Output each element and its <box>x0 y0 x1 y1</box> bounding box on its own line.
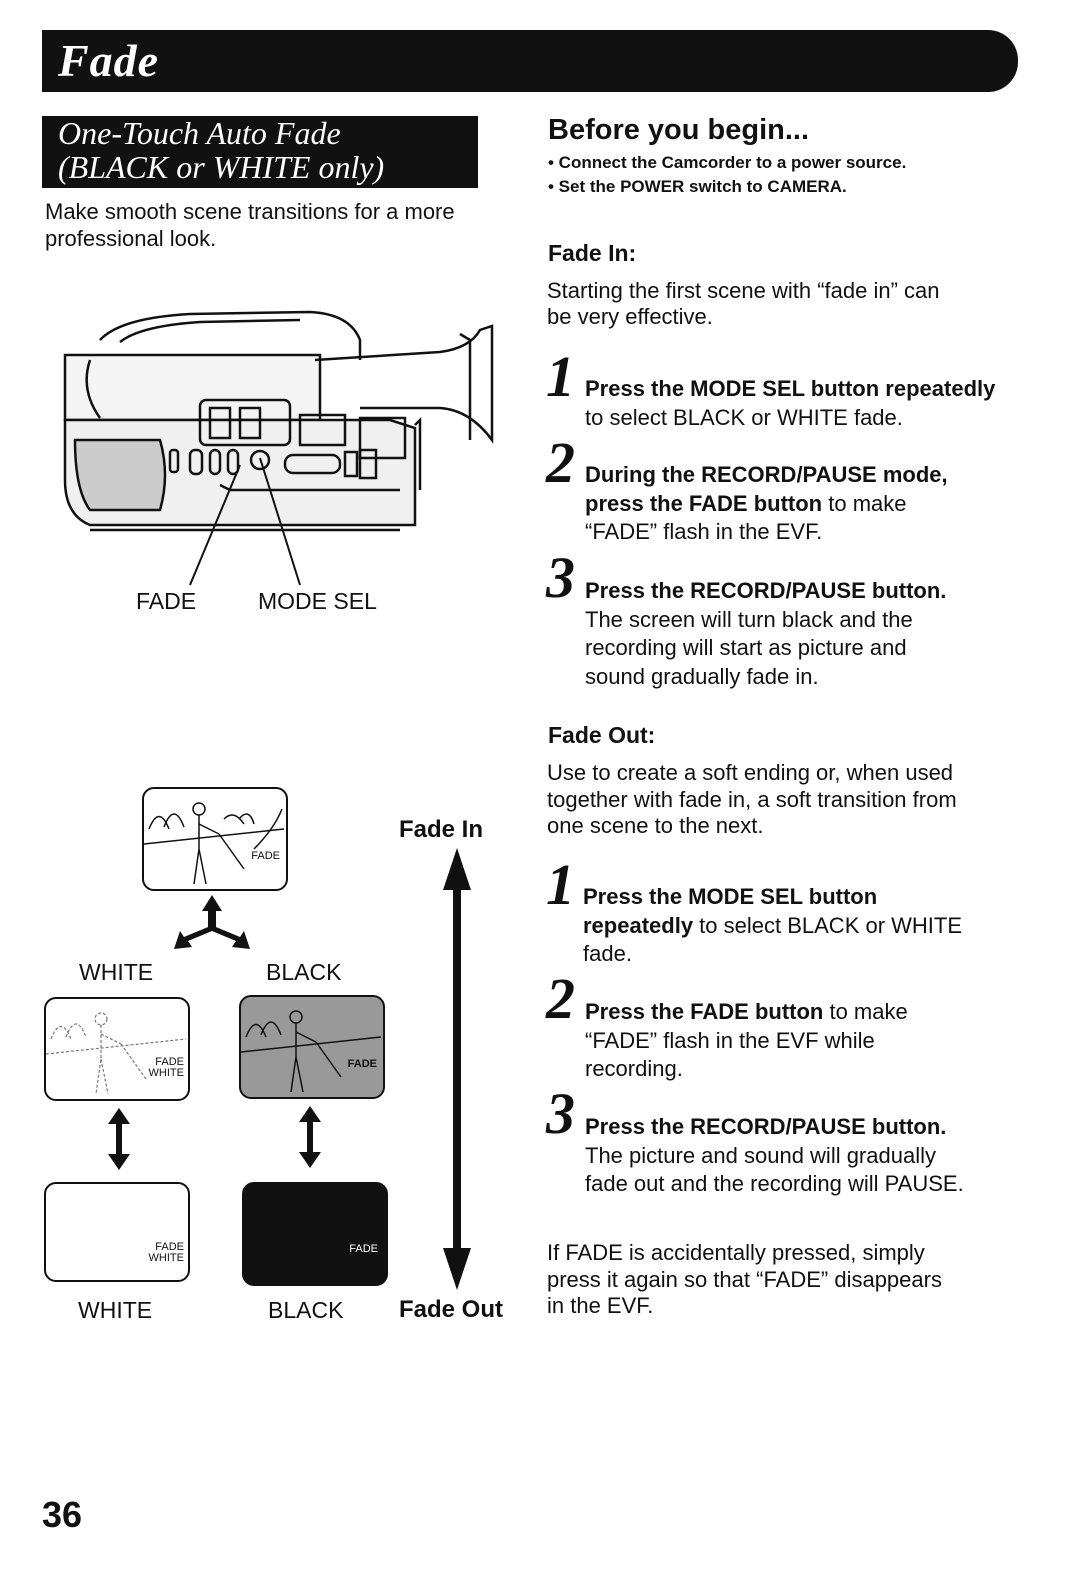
before-you-begin-heading: Before you begin... <box>548 114 810 146</box>
fade-in-heading: Fade In: <box>548 240 637 266</box>
fade-button-label: FADE <box>136 588 197 614</box>
screen-fade-indicator: FADE <box>251 850 280 862</box>
double-arrow-icon <box>299 1106 321 1168</box>
step-number: 3 <box>546 545 575 610</box>
fade-in-description: Starting the first scene with “fade in” … <box>547 278 940 330</box>
step-detail: to make <box>823 999 908 1024</box>
screen-fade-white-indicator: FADE WHITE <box>149 1242 184 1264</box>
description-line: be very effective. <box>547 304 713 329</box>
mode-sel-button-label: MODE SEL <box>258 588 377 614</box>
fade-out-description: Use to create a soft ending or, when use… <box>547 760 957 840</box>
step-detail: sound gradually fade in. <box>585 663 819 689</box>
section-heading: One-Touch Auto Fade (BLACK or WHITE only… <box>42 115 478 188</box>
note-line: If FADE is accidentally pressed, simply <box>547 1240 925 1265</box>
split-arrow-icon <box>174 895 250 949</box>
step-number: 2 <box>546 966 575 1031</box>
golfer-scene-image <box>144 802 285 885</box>
step-detail: “FADE” flash in the EVF while <box>585 1027 875 1053</box>
fade-direction-arrow-icon <box>443 848 471 1290</box>
step-detail: to select BLACK or WHITE fade. <box>585 404 903 430</box>
note-text: If FADE is accidentally pressed, simply … <box>547 1240 942 1320</box>
step-instruction: Press the MODE SEL button repeatedly <box>585 376 996 401</box>
step-detail: recording will start as picture and <box>585 635 907 660</box>
step-instruction: press the FADE button <box>585 490 823 516</box>
white-label-top: WHITE <box>79 959 154 985</box>
step-instruction: During the RECORD/PAUSE mode, <box>585 462 948 487</box>
fade-out-step-2: Press the FADE button to make “FADE” fla… <box>585 998 908 1084</box>
step-number: 1 <box>546 852 575 917</box>
page-number: 36 <box>42 1494 83 1535</box>
section-title-line1: One-Touch Auto Fade <box>58 115 341 151</box>
fade-out-step-1: Press the MODE SEL button repeatedly to … <box>583 883 962 969</box>
step-detail: The picture and sound will gradually <box>585 1142 936 1168</box>
list-item: • Connect the Camcorder to a power sourc… <box>548 153 907 172</box>
description-line: Starting the first scene with “fade in” … <box>547 278 940 303</box>
screen-fade-indicator: FADE <box>347 1058 377 1070</box>
step-detail: to make <box>822 490 907 516</box>
step-instruction: Press the MODE SEL button <box>583 884 878 909</box>
black-label-top: BLACK <box>266 959 342 985</box>
step-detail: fade out and the recording will PAUSE. <box>585 1171 964 1196</box>
step-instruction: Press the RECORD/PAUSE button. <box>585 1114 947 1139</box>
note-line: in the EVF. <box>547 1293 654 1318</box>
step-instruction: repeatedly <box>583 912 694 938</box>
white-text: WHITE <box>148 1067 184 1079</box>
black-label-bottom: BLACK <box>268 1297 344 1323</box>
page-title-bar: Fade <box>42 30 1018 92</box>
description-line: Use to create a soft ending or, when use… <box>547 760 954 785</box>
darkened-golfer-image <box>241 1010 382 1093</box>
fade-in-step-2: During the RECORD/PAUSE mode, press the … <box>585 461 948 547</box>
scene-black-fading: FADE <box>239 995 385 1099</box>
step-detail: to select BLACK or WHITE <box>693 912 963 938</box>
note-line: press it again so that “FADE” disappears <box>547 1266 942 1292</box>
description-line: one scene to the next. <box>547 813 764 838</box>
white-label-bottom: WHITE <box>78 1297 153 1323</box>
scene-normal: FADE <box>142 787 288 891</box>
screen-black: FADE <box>242 1182 388 1286</box>
step-number: 1 <box>546 344 575 409</box>
before-you-begin-list: • Connect the Camcorder to a power sourc… <box>548 151 906 199</box>
scene-white-fading: FADE WHITE <box>44 997 190 1101</box>
white-text: WHITE <box>148 1252 184 1264</box>
fade-out-heading: Fade Out: <box>548 722 656 748</box>
description-line: together with fade in, a soft transition… <box>547 786 957 812</box>
fade-text: FADE <box>155 1056 184 1068</box>
intro-line: professional look. <box>45 226 217 251</box>
fade-in-step-3: Press the RECORD/PAUSE button. The scree… <box>585 577 946 691</box>
step-detail: recording. <box>585 1056 683 1081</box>
fade-out-step-3: Press the RECORD/PAUSE button. The pictu… <box>585 1113 964 1199</box>
step-number: 2 <box>546 430 575 495</box>
list-item: • Set the POWER switch to CAMERA. <box>548 177 847 196</box>
screen-fade-white-indicator: FADE WHITE <box>149 1057 184 1079</box>
step-detail: fade. <box>583 941 632 966</box>
fade-text: FADE <box>155 1241 184 1253</box>
camcorder-illustration <box>63 310 494 586</box>
double-arrow-icon <box>108 1108 130 1170</box>
screen-white: FADE WHITE <box>44 1182 190 1282</box>
intro-text: Make smooth scene transitions for a more… <box>45 198 455 252</box>
faded-golfer-image <box>46 1012 187 1095</box>
step-number: 3 <box>546 1081 575 1146</box>
step-instruction: Press the FADE button <box>585 999 824 1024</box>
step-detail: The screen will turn black and the <box>585 606 913 632</box>
step-instruction: Press the RECORD/PAUSE button. <box>585 578 947 603</box>
step-detail: “FADE” flash in the EVF. <box>585 519 823 544</box>
intro-line: Make smooth scene transitions for a more <box>45 199 455 224</box>
fade-in-step-1: Press the MODE SEL button repeatedly to … <box>585 375 995 432</box>
screen-fade-indicator: FADE <box>349 1243 378 1255</box>
section-title-line2: (BLACK or WHITE only) <box>58 149 385 185</box>
fade-out-label: Fade Out <box>399 1296 504 1323</box>
fade-in-label: Fade In <box>399 816 484 843</box>
page-title: Fade <box>58 35 160 86</box>
